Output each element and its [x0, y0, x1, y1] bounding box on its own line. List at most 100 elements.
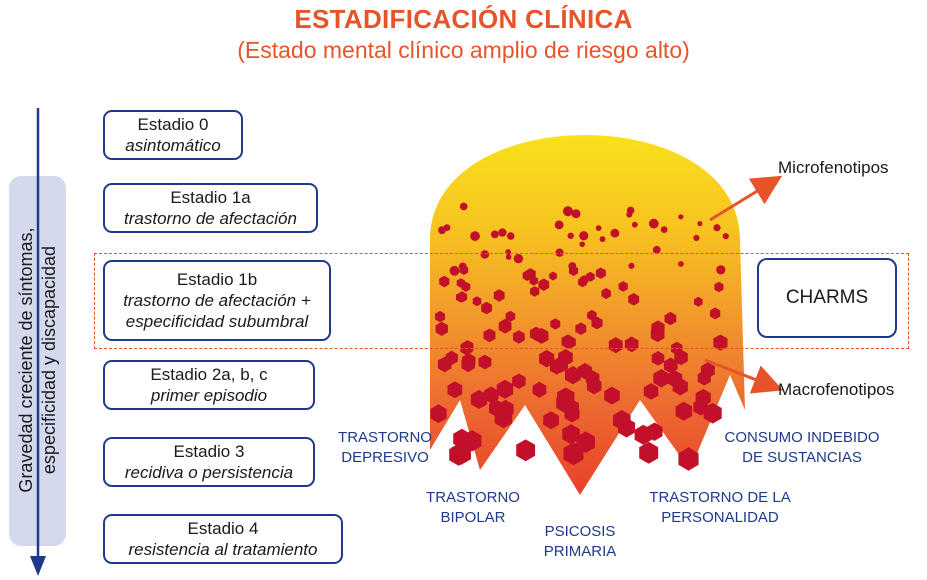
phenotype-hexagon [543, 411, 559, 430]
phenotype-hexagon [513, 330, 525, 344]
stage-4-box: Estadio 4 resistencia al tratamiento [103, 514, 343, 564]
phenotype-hexagon [601, 288, 611, 300]
category-bipolar-line2: BIPOLAR [440, 509, 506, 526]
category-trastorno-personalidad: TRASTORNO DE LA PERSONALIDAD [640, 488, 800, 528]
phenotype-dot [555, 248, 564, 257]
phenotype-dot [579, 231, 589, 241]
phenotype-hexagon [613, 410, 631, 431]
phenotype-hexagon [534, 327, 549, 344]
stage-0-name: Estadio 0 [137, 115, 209, 134]
phenotype-hexagon [461, 281, 471, 292]
phenotype-dot [678, 214, 684, 220]
category-depresivo-line1: TRASTORNO [338, 429, 432, 446]
stage-2-name: Estadio 2a, b, c [150, 365, 268, 384]
phenotype-hexagon [667, 370, 683, 388]
phenotype-hexagon [643, 383, 659, 400]
phenotype-hexagon [710, 307, 721, 320]
microfenotipos-arrow [709, 175, 783, 222]
stage-0-desc: asintomático [125, 136, 221, 155]
phenotype-hexagon [703, 402, 722, 424]
phenotype-hexagon [435, 310, 445, 323]
microfenotipos-label: Microfenotipos [778, 158, 889, 177]
phenotype-dot [579, 241, 586, 248]
phenotype-dot [513, 254, 524, 264]
phenotype-hexagon [470, 390, 488, 409]
phenotype-dot [678, 261, 684, 267]
stage-2-box: Estadio 2a, b, c primer episodio [103, 360, 315, 410]
stage-2-desc: primer episodio [150, 386, 268, 405]
phenotype-hexagon [714, 281, 724, 293]
phenotype-hexagon [483, 386, 499, 404]
phenotype-hexagon [550, 318, 561, 330]
phenotype-hexagon [461, 356, 475, 373]
category-consumo-sustancias: CONSUMO INDEBIDO DE SUSTANCIAS [712, 428, 892, 468]
phenotype-dot [716, 265, 726, 275]
phenotype-hexagon [459, 265, 469, 275]
phenotype-hexagon [694, 296, 703, 307]
phenotype-hexagon [516, 439, 536, 462]
phenotype-dot [631, 221, 638, 228]
phenotype-hexagon [558, 349, 573, 366]
phenotype-hexagon [529, 275, 538, 286]
category-personalidad-line1: TRASTORNO DE LA [649, 489, 791, 506]
phenotype-hexagon [653, 369, 670, 388]
macrofenotipos-arrow [704, 358, 784, 394]
phenotype-hexagon [478, 354, 492, 370]
phenotype-hexagon [604, 386, 620, 405]
phenotype-hexagon [565, 366, 581, 385]
phenotype-hexagon [498, 318, 512, 334]
phenotype-hexagon [678, 447, 699, 471]
charms-label: CHARMS [785, 287, 869, 308]
category-bipolar-line1: TRASTORNO [426, 489, 520, 506]
category-consumo-line1: CONSUMO INDEBIDO [724, 429, 880, 446]
category-consumo-line2: DE SUSTANCIAS [742, 449, 862, 466]
phenotype-hexagon [549, 359, 564, 375]
phenotype-hexagon [512, 373, 526, 389]
category-psicosis-line1: PSICOSIS [544, 523, 616, 540]
phenotype-hexagon [664, 311, 677, 326]
page-subtitle: (Estado mental clínico amplio de riesgo … [237, 37, 690, 63]
phenotype-hexagon [430, 404, 447, 424]
category-trastorno-bipolar: TRASTORNO BIPOLAR [418, 488, 528, 528]
phenotype-hexagon [675, 401, 693, 421]
phenotype-hexagon [674, 349, 688, 366]
phenotype-hexagon [608, 337, 623, 354]
phenotype-hexagon [618, 281, 628, 292]
phenotype-hexagon [663, 357, 678, 374]
phenotype-hexagon [532, 381, 547, 398]
stage-1b-desc: trastorno de afectación + [123, 291, 311, 310]
phenotype-dot [660, 226, 668, 233]
phenotype-hexagon [472, 296, 482, 307]
phenotype-dot [571, 209, 581, 219]
category-personalidad-line2: PERSONALIDAD [661, 509, 779, 526]
phenotype-dot [438, 226, 446, 235]
phenotype-hexagon [569, 265, 579, 276]
phenotype-hexagon [563, 442, 584, 466]
phenotype-hexagon [595, 267, 606, 279]
phenotype-hexagon [481, 301, 492, 315]
phenotype-dot [567, 232, 574, 239]
phenotype-dot [626, 211, 633, 218]
phenotype-hexagon [538, 278, 550, 291]
category-psicosis-primaria: PSICOSIS PRIMARIA [530, 522, 630, 562]
stage-3-desc: recidiva o persistencia [124, 463, 294, 482]
phenotype-hexagon [591, 316, 603, 330]
stage-1b-desc2: especificidad subumbral [125, 312, 309, 331]
phenotype-hexagon [575, 322, 587, 335]
phenotype-hexagon [451, 442, 471, 465]
phenotype-dot [599, 236, 606, 243]
phenotype-dot [648, 218, 659, 229]
category-trastorno-depresivo: TRASTORNO DEPRESIVO [330, 428, 440, 468]
phenotype-hexagon [489, 399, 504, 417]
stage-1a-name: Estadio 1a [170, 188, 251, 207]
phenotype-dot [697, 220, 703, 227]
phenotype-hexagon [549, 271, 557, 281]
phenotype-hexagon [587, 309, 597, 321]
phenotype-dot [480, 250, 490, 259]
phenotype-dot [459, 202, 468, 211]
phenotype-dots [430, 202, 729, 471]
phenotype-dot [506, 232, 515, 240]
category-depresivo-line2: DEPRESIVO [341, 449, 429, 466]
phenotype-hexagon [651, 351, 665, 366]
